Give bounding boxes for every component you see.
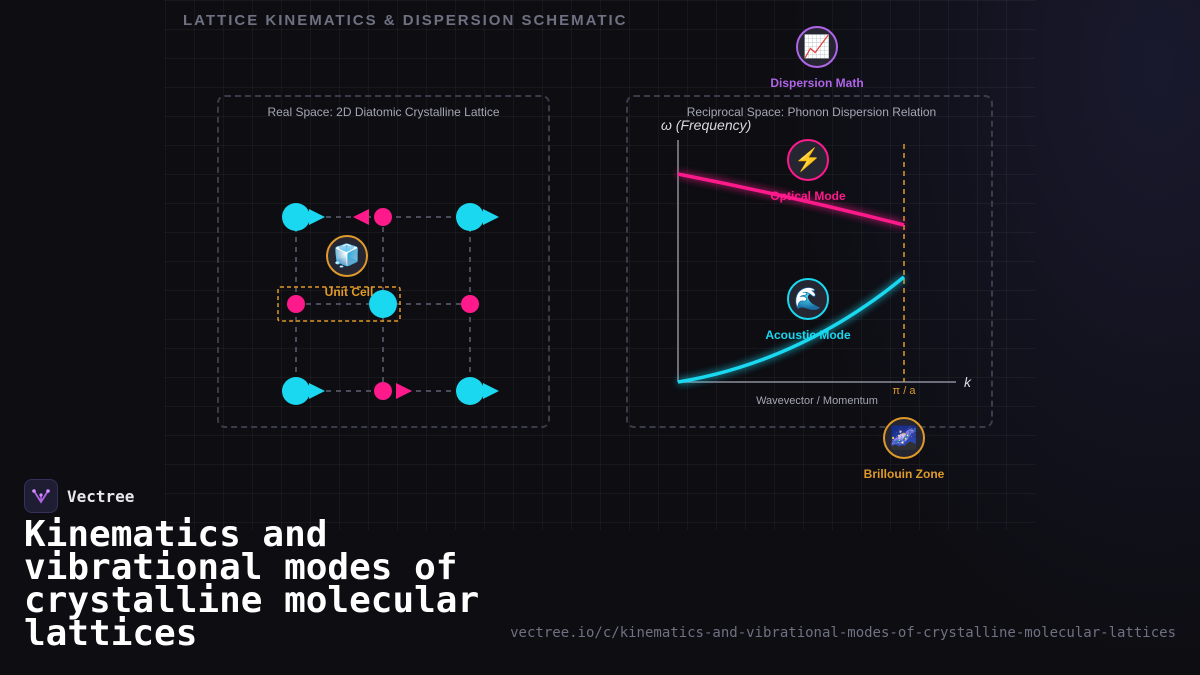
atom-large [456, 203, 484, 231]
page-url[interactable]: vectree.io/c/kinematics-and-vibrational-… [510, 625, 1176, 641]
ice-cube-icon: 🧊 [326, 235, 368, 277]
atom-large [282, 203, 310, 231]
y-axis-label: ω (Frequency) [661, 117, 752, 133]
atom-small [374, 208, 392, 226]
water-wave-icon: 🌊 [787, 278, 829, 320]
atom-large [456, 377, 484, 405]
displacement-arrows [309, 209, 499, 399]
heavy-atoms [282, 203, 484, 405]
arrow-right [396, 383, 412, 399]
unit-cell-box [277, 286, 401, 322]
atom-small [461, 295, 479, 313]
acoustic-mode-label: Acoustic Mode [765, 328, 851, 342]
brand-name: Vectree [67, 486, 135, 506]
arrow-right [309, 209, 325, 225]
x-axis-label: Wavevector / Momentum [756, 395, 878, 407]
lightning-icon: ⚡ [787, 139, 829, 181]
x-axis-symbol: k [964, 374, 971, 390]
acoustic-branch [677, 275, 906, 384]
background-glow [780, 0, 1200, 675]
light-atoms [287, 208, 479, 400]
reciprocal-space-panel: Reciprocal Space: Phonon Dispersion Rela… [626, 95, 993, 428]
optical-mode-label: Optical Mode [770, 189, 846, 203]
real-space-title: Real Space: 2D Diatomic Crystalline Latt… [267, 105, 500, 119]
brillouin-zone-label: Brillouin Zone [863, 467, 945, 481]
arrow-right [483, 209, 499, 225]
vectree-logo-icon [24, 479, 58, 513]
unit-cell-label: Unit Cell [324, 285, 374, 299]
chart-increasing-icon: 📈 [796, 26, 838, 68]
atom-large [369, 290, 397, 318]
zone-boundary-label: π / a [892, 385, 916, 397]
arrow-right [309, 383, 325, 399]
reciprocal-space-title: Reciprocal Space: Phonon Dispersion Rela… [686, 105, 937, 119]
arrow-left [353, 209, 369, 225]
milky-way-icon: 🌌 [883, 417, 925, 459]
dispersion-math-label: Dispersion Math [770, 76, 864, 90]
real-space-panel: Real Space: 2D Diatomic Crystalline Latt… [217, 95, 550, 428]
atom-large [282, 377, 310, 405]
brand: Vectree [24, 479, 134, 513]
atom-small [287, 295, 305, 313]
diagram-header: LATTICE KINEMATICS & DISPERSION SCHEMATI… [183, 12, 628, 29]
optical-branch [677, 172, 905, 227]
atom-small [374, 382, 392, 400]
page-title: Kinematics and vibrational modes of crys… [24, 514, 480, 654]
arrow-right [483, 383, 499, 399]
